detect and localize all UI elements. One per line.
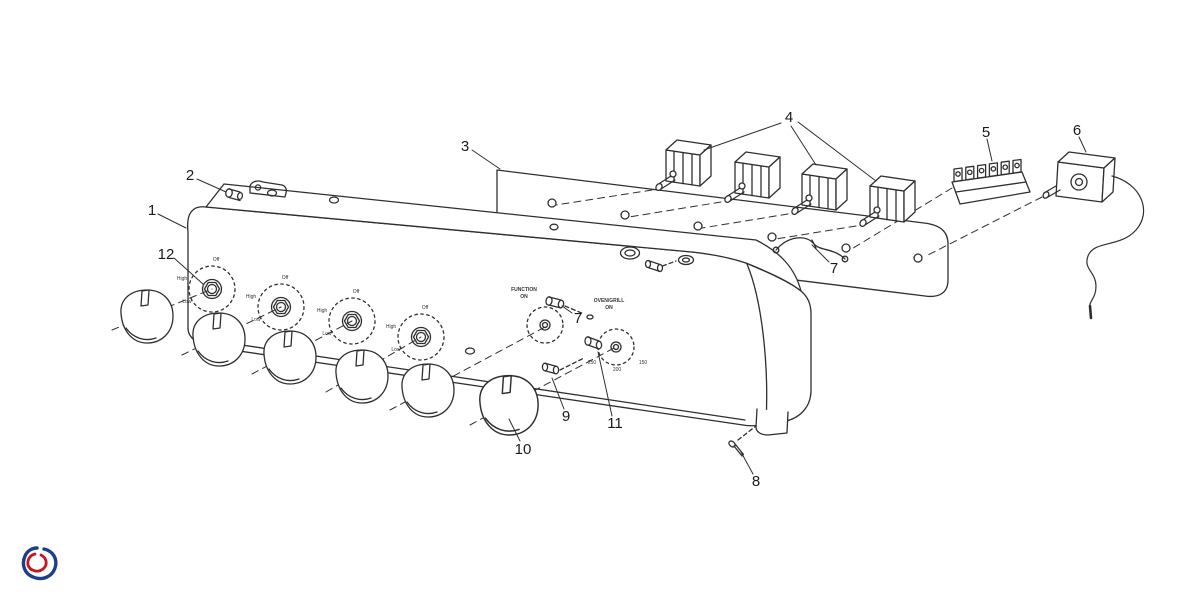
part-label-8: 8 xyxy=(752,473,760,490)
knob-3 xyxy=(263,330,317,385)
dial-station-function xyxy=(526,306,564,344)
strip-bracket-hole xyxy=(254,184,262,191)
part-label-7b: 7 xyxy=(574,310,582,327)
part-label-11: 11 xyxy=(607,415,623,432)
terminal-block xyxy=(951,158,1031,205)
back-panel-hole xyxy=(913,253,923,263)
terminal-teeth xyxy=(953,158,1022,183)
lamp-oval xyxy=(619,246,641,260)
spacer-part-9 xyxy=(541,357,585,375)
brand-logo xyxy=(21,546,58,581)
lamp-oval-inner xyxy=(624,249,636,257)
back-panel xyxy=(496,169,949,298)
knob-1 xyxy=(120,289,174,344)
back-panel-hole xyxy=(620,210,630,220)
function-on-label: ON xyxy=(520,294,528,300)
temp-200: 200 xyxy=(613,367,622,373)
leader-line xyxy=(790,125,817,166)
lamp-part-11 xyxy=(584,336,603,350)
capillary-bulb xyxy=(1088,304,1093,320)
leader-line xyxy=(508,418,521,442)
strip-bracket xyxy=(249,180,288,198)
screw-part-2 xyxy=(225,188,244,202)
logo-inner-swirl xyxy=(26,552,48,573)
dial-text: Off xyxy=(213,257,220,263)
part-label-9: 9 xyxy=(562,408,570,425)
energy-regulator-switch-3 xyxy=(791,163,848,216)
control-panel xyxy=(186,180,812,436)
leader-line xyxy=(986,138,993,162)
part-label-12: 12 xyxy=(158,246,175,263)
leader-line xyxy=(703,122,782,151)
part-label-4: 4 xyxy=(785,109,793,126)
dial-text: High xyxy=(386,324,397,330)
part-number-labels: 1 2 3 4 5 6 7 7 8 9 10 11 12 xyxy=(148,109,1081,490)
part-label-7a: 7 xyxy=(830,260,838,277)
panel-hole xyxy=(464,347,476,355)
dial-text: Off xyxy=(353,289,360,295)
part-label-6: 6 xyxy=(1073,122,1081,139)
strip-hole xyxy=(328,196,340,204)
oven-grill-label: OVEN/GRILL xyxy=(594,298,625,304)
temp-250: 250 xyxy=(588,360,597,366)
lamp-oval-inner xyxy=(681,257,691,263)
part-label-10: 10 xyxy=(515,441,532,458)
knurled-fastener xyxy=(644,259,677,273)
line-art: Off High Low Off High Low Off High Low O… xyxy=(21,109,1145,581)
capillary-tube xyxy=(1086,175,1145,311)
dial-text: High xyxy=(177,276,188,282)
energy-regulator-switch-1 xyxy=(655,139,712,192)
energy-regulator-switch-2 xyxy=(724,151,781,204)
dial-text: Off xyxy=(282,275,289,281)
panel-foot xyxy=(755,408,789,436)
leader-line xyxy=(797,121,877,182)
back-panel-hole xyxy=(693,221,703,231)
knob-4 xyxy=(335,349,389,404)
screw-part-8 xyxy=(728,425,757,457)
dial-text: Low xyxy=(182,299,192,305)
leader-line xyxy=(157,213,187,229)
part-label-5: 5 xyxy=(982,124,990,141)
panel-right-crease xyxy=(746,263,768,424)
energy-regulator-switch-4 xyxy=(859,175,916,228)
back-panel-hole xyxy=(767,232,777,242)
panel-top-strip xyxy=(205,183,802,292)
leader-line xyxy=(1078,136,1087,153)
dial-text: High xyxy=(246,294,257,300)
back-panel-hole xyxy=(841,243,851,253)
knob-2 xyxy=(192,312,246,367)
part-label-1: 1 xyxy=(148,202,156,219)
logo-outer-swirl xyxy=(21,546,58,581)
dial-text: Low xyxy=(391,347,401,353)
part-label-2: 2 xyxy=(186,167,194,184)
knob-5 xyxy=(401,363,455,418)
function-label: FUNCTION xyxy=(511,287,537,293)
neon-indicator-part-7 xyxy=(545,296,594,320)
leader-line xyxy=(740,451,754,475)
dial-text: High xyxy=(317,308,328,314)
leader-line xyxy=(811,244,830,263)
leader-lines xyxy=(157,121,1087,475)
strip-hole xyxy=(549,223,559,231)
dial-station-3 xyxy=(328,297,376,345)
leader-line xyxy=(471,149,501,170)
knob-6 xyxy=(479,374,539,436)
dial-text: Off xyxy=(422,305,429,311)
back-panel-hole xyxy=(547,198,557,208)
leader-line xyxy=(551,377,565,410)
temp-150: 150 xyxy=(639,360,648,366)
lamp-oval xyxy=(677,254,695,266)
part-label-3: 3 xyxy=(461,138,469,155)
leader-line xyxy=(173,257,204,285)
leader-line xyxy=(597,351,613,417)
leader-line xyxy=(561,305,573,314)
oven-grill-on-label: ON xyxy=(605,305,613,311)
leader-line xyxy=(196,178,227,193)
wire-harness-part-7 xyxy=(772,237,849,263)
dial-text: Low xyxy=(251,317,261,323)
oven-thermostat xyxy=(1042,151,1116,203)
